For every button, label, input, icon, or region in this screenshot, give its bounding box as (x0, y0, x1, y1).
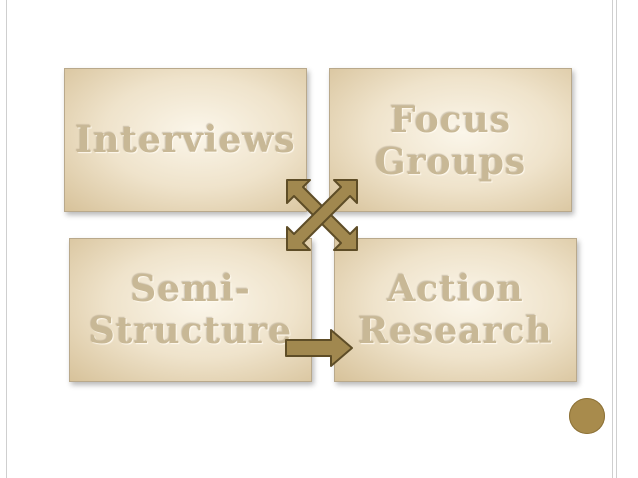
box-semi-structure: Semi- Structure (69, 238, 312, 382)
decorative-circle (569, 398, 605, 434)
box-focus-groups: Focus Groups (329, 68, 572, 212)
box-focus-groups-label: Focus Groups (374, 99, 527, 183)
box-semi-structure-label: Semi- Structure (88, 268, 293, 352)
right-border-line-2 (616, 0, 617, 478)
diagonal-double-arrow-icon-2 (286, 179, 358, 251)
left-border-line (6, 0, 7, 478)
box-interviews: Interviews (64, 68, 307, 212)
box-action-research-label: Action Research (358, 268, 553, 352)
right-border-line-1 (612, 0, 613, 478)
box-interviews-label: Interviews (75, 119, 296, 161)
right-arrow-icon (285, 329, 353, 367)
box-action-research: Action Research (334, 238, 577, 382)
